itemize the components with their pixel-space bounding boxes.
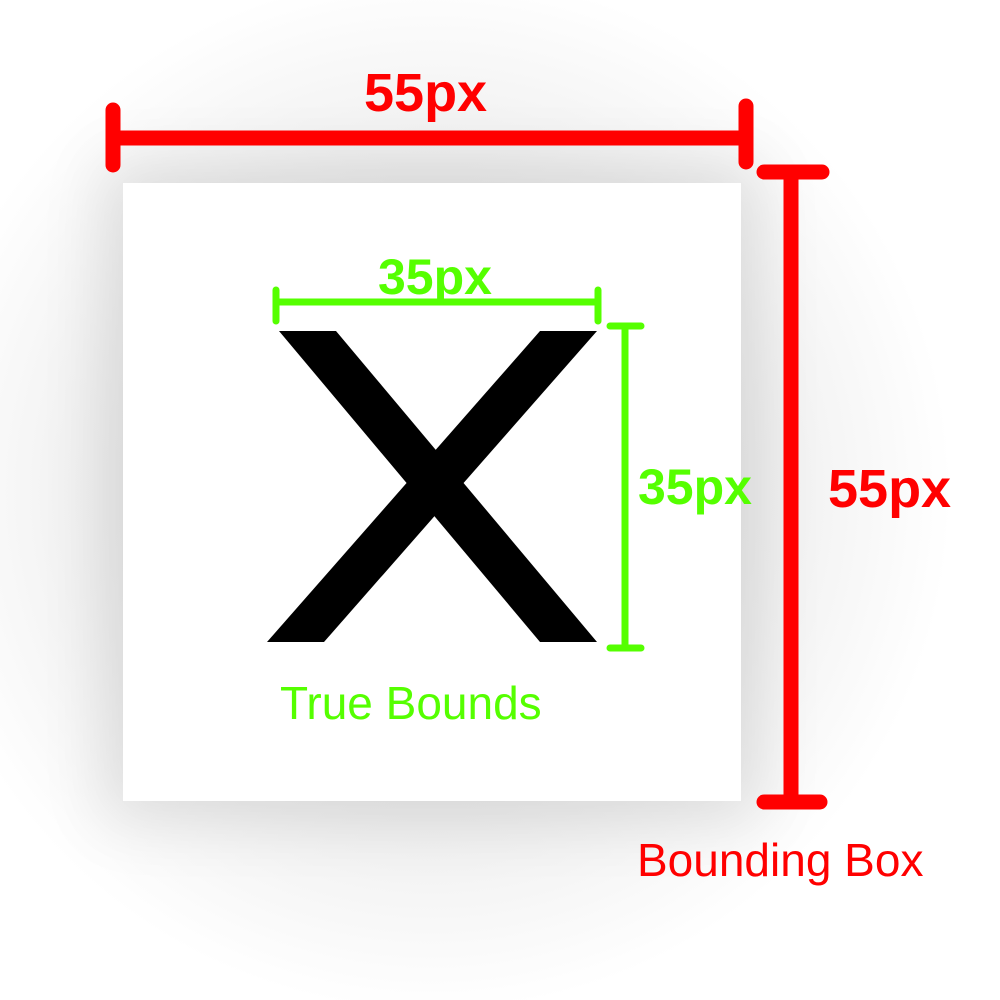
true-width-label: 35px xyxy=(378,249,492,305)
bbox-height-dimension xyxy=(756,164,830,810)
true-height-label: 35px xyxy=(638,459,752,515)
bbox-width-dimension xyxy=(105,98,754,173)
x-glyph xyxy=(267,331,597,642)
bbox-width-label: 55px xyxy=(364,63,488,123)
bbox-height-label: 55px xyxy=(828,459,952,519)
true-bounds-caption: True Bounds xyxy=(280,677,542,729)
true-height-dimension xyxy=(606,322,645,652)
bounding-box-caption: Bounding Box xyxy=(637,834,924,886)
true-width-dimension xyxy=(272,286,602,325)
